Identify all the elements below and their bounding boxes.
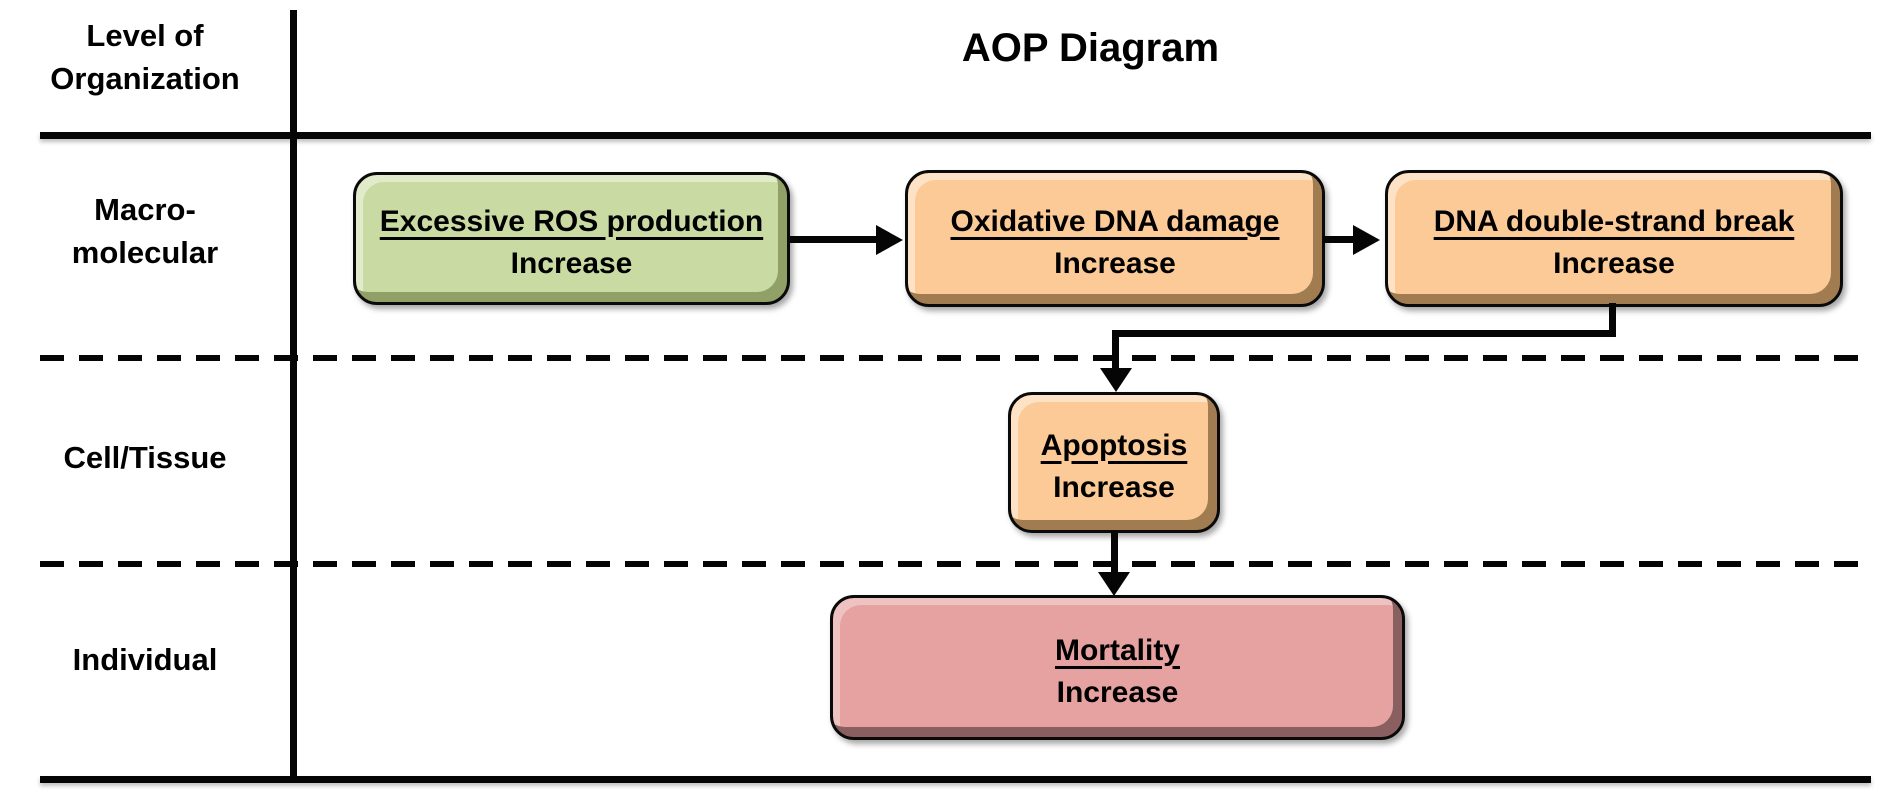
row-divider-dashed-1: [40, 355, 1871, 361]
level-label-macromolecular: Macro- molecular: [0, 188, 290, 274]
node-change: Increase: [1053, 470, 1175, 504]
level-label-line-2: molecular: [71, 235, 219, 270]
header-line-1: Level of: [86, 18, 204, 53]
header-line-2: Organization: [50, 61, 240, 96]
level-label-line-1: Macro-: [94, 192, 196, 227]
level-label-individual: Individual: [72, 642, 218, 677]
node-change: Increase: [1553, 246, 1675, 280]
node-title: Excessive ROS production: [379, 204, 764, 238]
node-apoptosis: Apoptosis Increase: [1008, 392, 1220, 533]
node-title: Oxidative DNA damage: [950, 204, 1280, 238]
node-change: Increase: [1056, 675, 1179, 709]
node-dna-double-strand-break: DNA double-strand break Increase: [1385, 170, 1843, 307]
node-change: Increase: [510, 246, 633, 280]
node-title: Apoptosis: [1040, 428, 1188, 462]
arrowhead-icon: [876, 225, 903, 255]
header-divider-line: [40, 132, 1871, 139]
level-label-cell-tissue: Cell/Tissue: [63, 440, 227, 475]
diagram-title: AOP Diagram: [961, 26, 1220, 70]
node-change: Increase: [1054, 246, 1176, 280]
node-mortality: Mortality Increase: [830, 595, 1405, 740]
node-excessive-ros-production: Excessive ROS production Increase: [353, 172, 790, 305]
node-title: DNA double-strand break: [1433, 204, 1795, 238]
node-oxidative-dna-damage: Oxidative DNA damage Increase: [905, 170, 1325, 307]
arrowhead-icon: [1353, 225, 1380, 255]
node-title: Mortality: [1054, 633, 1180, 667]
column-divider-line: [290, 10, 297, 783]
arrowhead-icon: [1100, 368, 1132, 392]
bottom-border-line: [40, 776, 1871, 783]
arrowhead-icon: [1098, 572, 1130, 596]
level-of-organization-header: Level of Organization: [0, 14, 290, 100]
row-divider-dashed-2: [40, 561, 1871, 567]
